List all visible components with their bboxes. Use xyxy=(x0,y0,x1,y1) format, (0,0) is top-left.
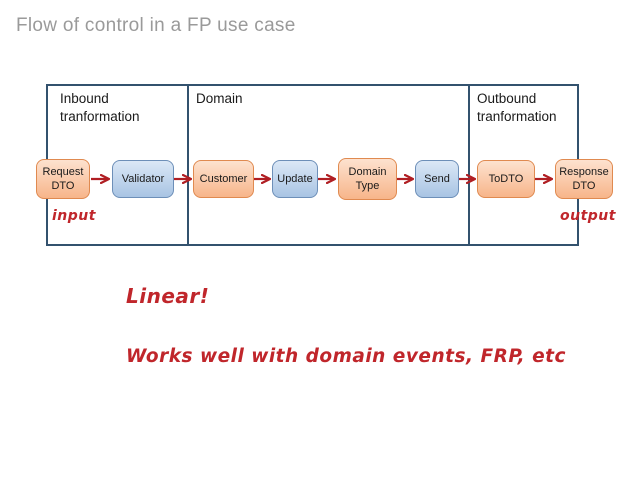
node-todto: ToDTO xyxy=(477,160,535,198)
node-domain-type: Domain Type xyxy=(338,158,397,200)
output-annotation: output xyxy=(560,208,616,224)
linear-annotation: Linear! xyxy=(126,284,210,308)
node-update: Update xyxy=(272,160,318,198)
node-request-dto: Request DTO xyxy=(36,159,90,199)
works-well-annotation: Works well with domain events, FRP, etc xyxy=(126,346,566,367)
node-validator: Validator xyxy=(112,160,174,198)
outbound-region-label: Outbound tranformation xyxy=(477,91,557,124)
node-response-dto: Response DTO xyxy=(555,159,613,199)
domain-region-label: Domain xyxy=(196,91,243,106)
node-send: Send xyxy=(415,160,459,198)
input-annotation: input xyxy=(52,208,96,224)
inbound-region-label: Inbound tranformation xyxy=(60,91,140,124)
node-customer: Customer xyxy=(193,160,254,198)
slide-title: Flow of control in a FP use case xyxy=(16,15,296,36)
